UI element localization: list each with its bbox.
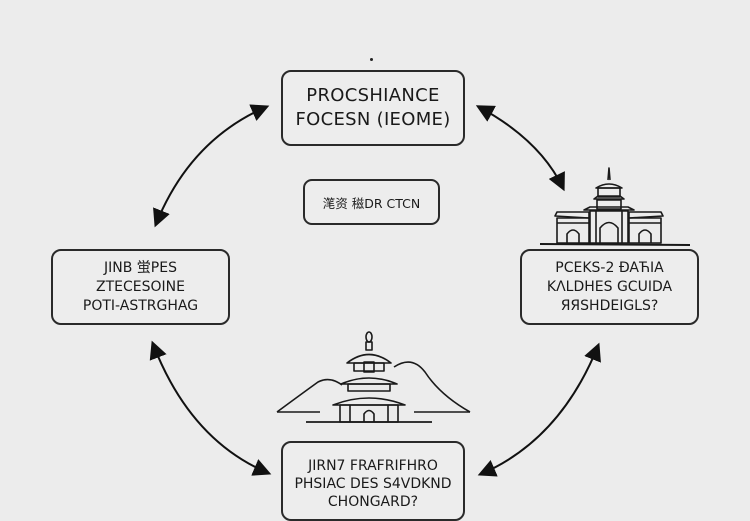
node-bottom-line-3: CHONGARD? <box>327 494 419 510</box>
node-top: PROCSHIANCE FOCESN (IEOME) <box>281 70 465 146</box>
arrow-bottom-left <box>149 340 272 476</box>
node-left: JINB 蛍PES ZTECESOINE POTI-ASTRGHAG <box>51 249 230 325</box>
pagoda-mountains-illustration <box>276 331 471 423</box>
node-right: PCEKS-2 ÐAЋIA KΛLDHES GCUIDA ЯЯSHDEIGLS? <box>520 249 699 325</box>
node-top-line-1: PROCSHIANCE <box>306 85 440 106</box>
node-left-line-3: POTI-ASTRGHAG <box>82 297 199 314</box>
arrow-top-right <box>475 105 565 192</box>
node-bottom-line-2: PHSIAC DES S4VDKND <box>294 476 452 492</box>
gate-temple-illustration <box>539 167 691 246</box>
node-left-line-2: ZTECESOINE <box>96 278 185 295</box>
stray-dot <box>370 58 373 61</box>
node-top-line-2: FOCESN (IEOME) <box>295 109 451 130</box>
node-right-line-1: PCEKS-2 ÐAЋIA <box>555 259 664 276</box>
node-bottom-line-1: JIRN7 FRAFRIFHRO <box>308 458 438 474</box>
node-right-line-3: ЯЯSHDEIGLS? <box>560 297 659 314</box>
node-center: 滗资 稵DR CTCN <box>303 179 440 225</box>
node-center-line-1: 滗资 稵DR CTCN <box>322 195 421 211</box>
node-bottom: JIRN7 FRAFRIFHRO PHSIAC DES S4VDKND CHON… <box>281 441 465 521</box>
arrow-right-bottom <box>477 342 601 477</box>
node-left-line-1: JINB 蛍PES <box>104 259 177 276</box>
node-right-line-2: KΛLDHES GCUIDA <box>546 278 673 295</box>
arrow-left-top <box>153 104 270 228</box>
